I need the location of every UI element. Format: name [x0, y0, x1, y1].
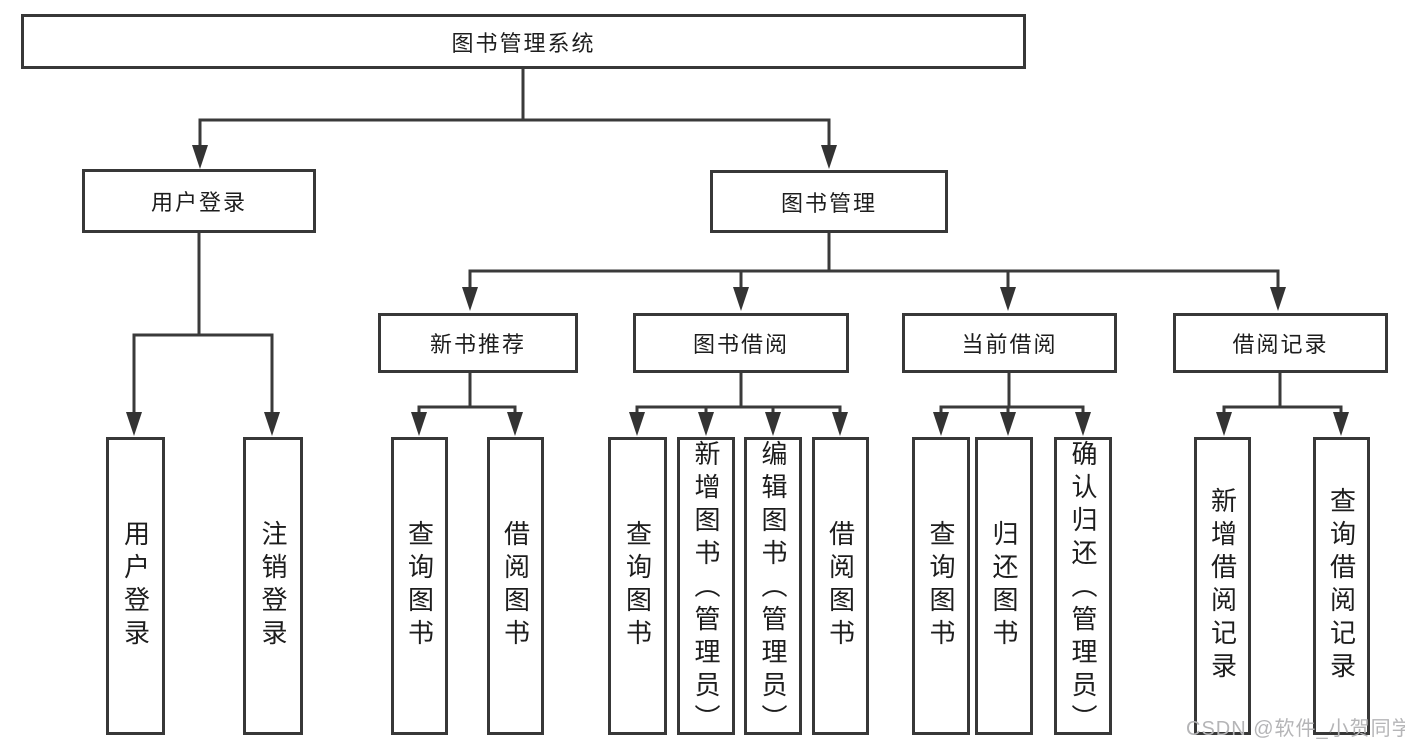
leaf-edit-books-admin-label: 编辑图书（管理员）: [758, 440, 788, 737]
node-new-book-recommend-label: 新书推荐: [429, 332, 526, 357]
leaf-borrow-query-books: 查询图书: [608, 437, 667, 735]
leaf-confirm-return-admin-label: 确认归还（管理员）: [1068, 440, 1098, 737]
leaf-user-login-label: 用户登录: [120, 520, 151, 652]
leaf-recommend-borrow-books: 借阅图书: [487, 437, 544, 735]
node-new-book-recommend: 新书推荐: [378, 313, 578, 373]
leaf-add-books-admin-label: 新增图书（管理员）: [691, 440, 721, 737]
node-book-borrow: 图书借阅: [633, 313, 849, 373]
node-book-management-label: 图书管理: [780, 190, 877, 216]
leaf-logout: 注销登录: [243, 437, 303, 735]
node-root-label: 图书管理系统: [451, 30, 596, 56]
leaf-borrow-books-label: 借阅图书: [825, 520, 856, 652]
connector-root-to-level2: [192, 69, 837, 169]
leaf-borrow-query-books-label: 查询图书: [622, 520, 653, 652]
node-borrow-records: 借阅记录: [1173, 313, 1388, 373]
leaf-edit-books-admin: 编辑图书（管理员）: [744, 437, 802, 737]
node-book-management: 图书管理: [710, 170, 948, 233]
connector-current-to-leaves: [933, 373, 1091, 436]
leaf-return-books-label: 归还图书: [989, 520, 1019, 652]
node-book-borrow-label: 图书借阅: [692, 332, 789, 357]
leaf-current-query-books-label: 查询图书: [926, 520, 956, 652]
leaf-user-login: 用户登录: [106, 437, 165, 735]
node-borrow-records-label: 借阅记录: [1232, 332, 1329, 357]
leaf-add-borrow-record-label: 新增借阅记录: [1207, 487, 1238, 685]
node-root-system: 图书管理系统: [21, 14, 1026, 69]
connector-recommend-to-leaves: [411, 373, 523, 436]
leaf-add-books-admin: 新增图书（管理员）: [677, 437, 735, 737]
connector-book-management-to-level3: [462, 233, 1286, 311]
leaf-current-query-books: 查询图书: [912, 437, 970, 735]
leaf-recommend-query-books: 查询图书: [391, 437, 448, 735]
leaf-confirm-return-admin: 确认归还（管理员）: [1054, 437, 1112, 737]
leaf-recommend-borrow-books-label: 借阅图书: [500, 520, 531, 652]
node-user-login: 用户登录: [82, 169, 316, 233]
node-current-borrow: 当前借阅: [902, 313, 1117, 373]
leaf-borrow-books: 借阅图书: [812, 437, 869, 735]
leaf-recommend-query-books-label: 查询图书: [404, 520, 435, 652]
connector-records-to-leaves: [1216, 373, 1349, 436]
connector-user-login-to-leaves: [126, 233, 280, 436]
csdn-watermark: CSDN @软件_小贺同学: [1186, 718, 1405, 740]
leaf-return-books: 归还图书: [975, 437, 1033, 735]
leaf-add-borrow-record: 新增借阅记录: [1194, 437, 1251, 735]
leaf-query-borrow-record: 查询借阅记录: [1313, 437, 1370, 735]
leaf-query-borrow-record-label: 查询借阅记录: [1326, 487, 1357, 685]
leaf-logout-label: 注销登录: [258, 520, 288, 652]
connector-borrow-to-leaves: [629, 373, 848, 436]
node-current-borrow-label: 当前借阅: [961, 332, 1058, 357]
node-user-login-label: 用户登录: [150, 190, 247, 215]
